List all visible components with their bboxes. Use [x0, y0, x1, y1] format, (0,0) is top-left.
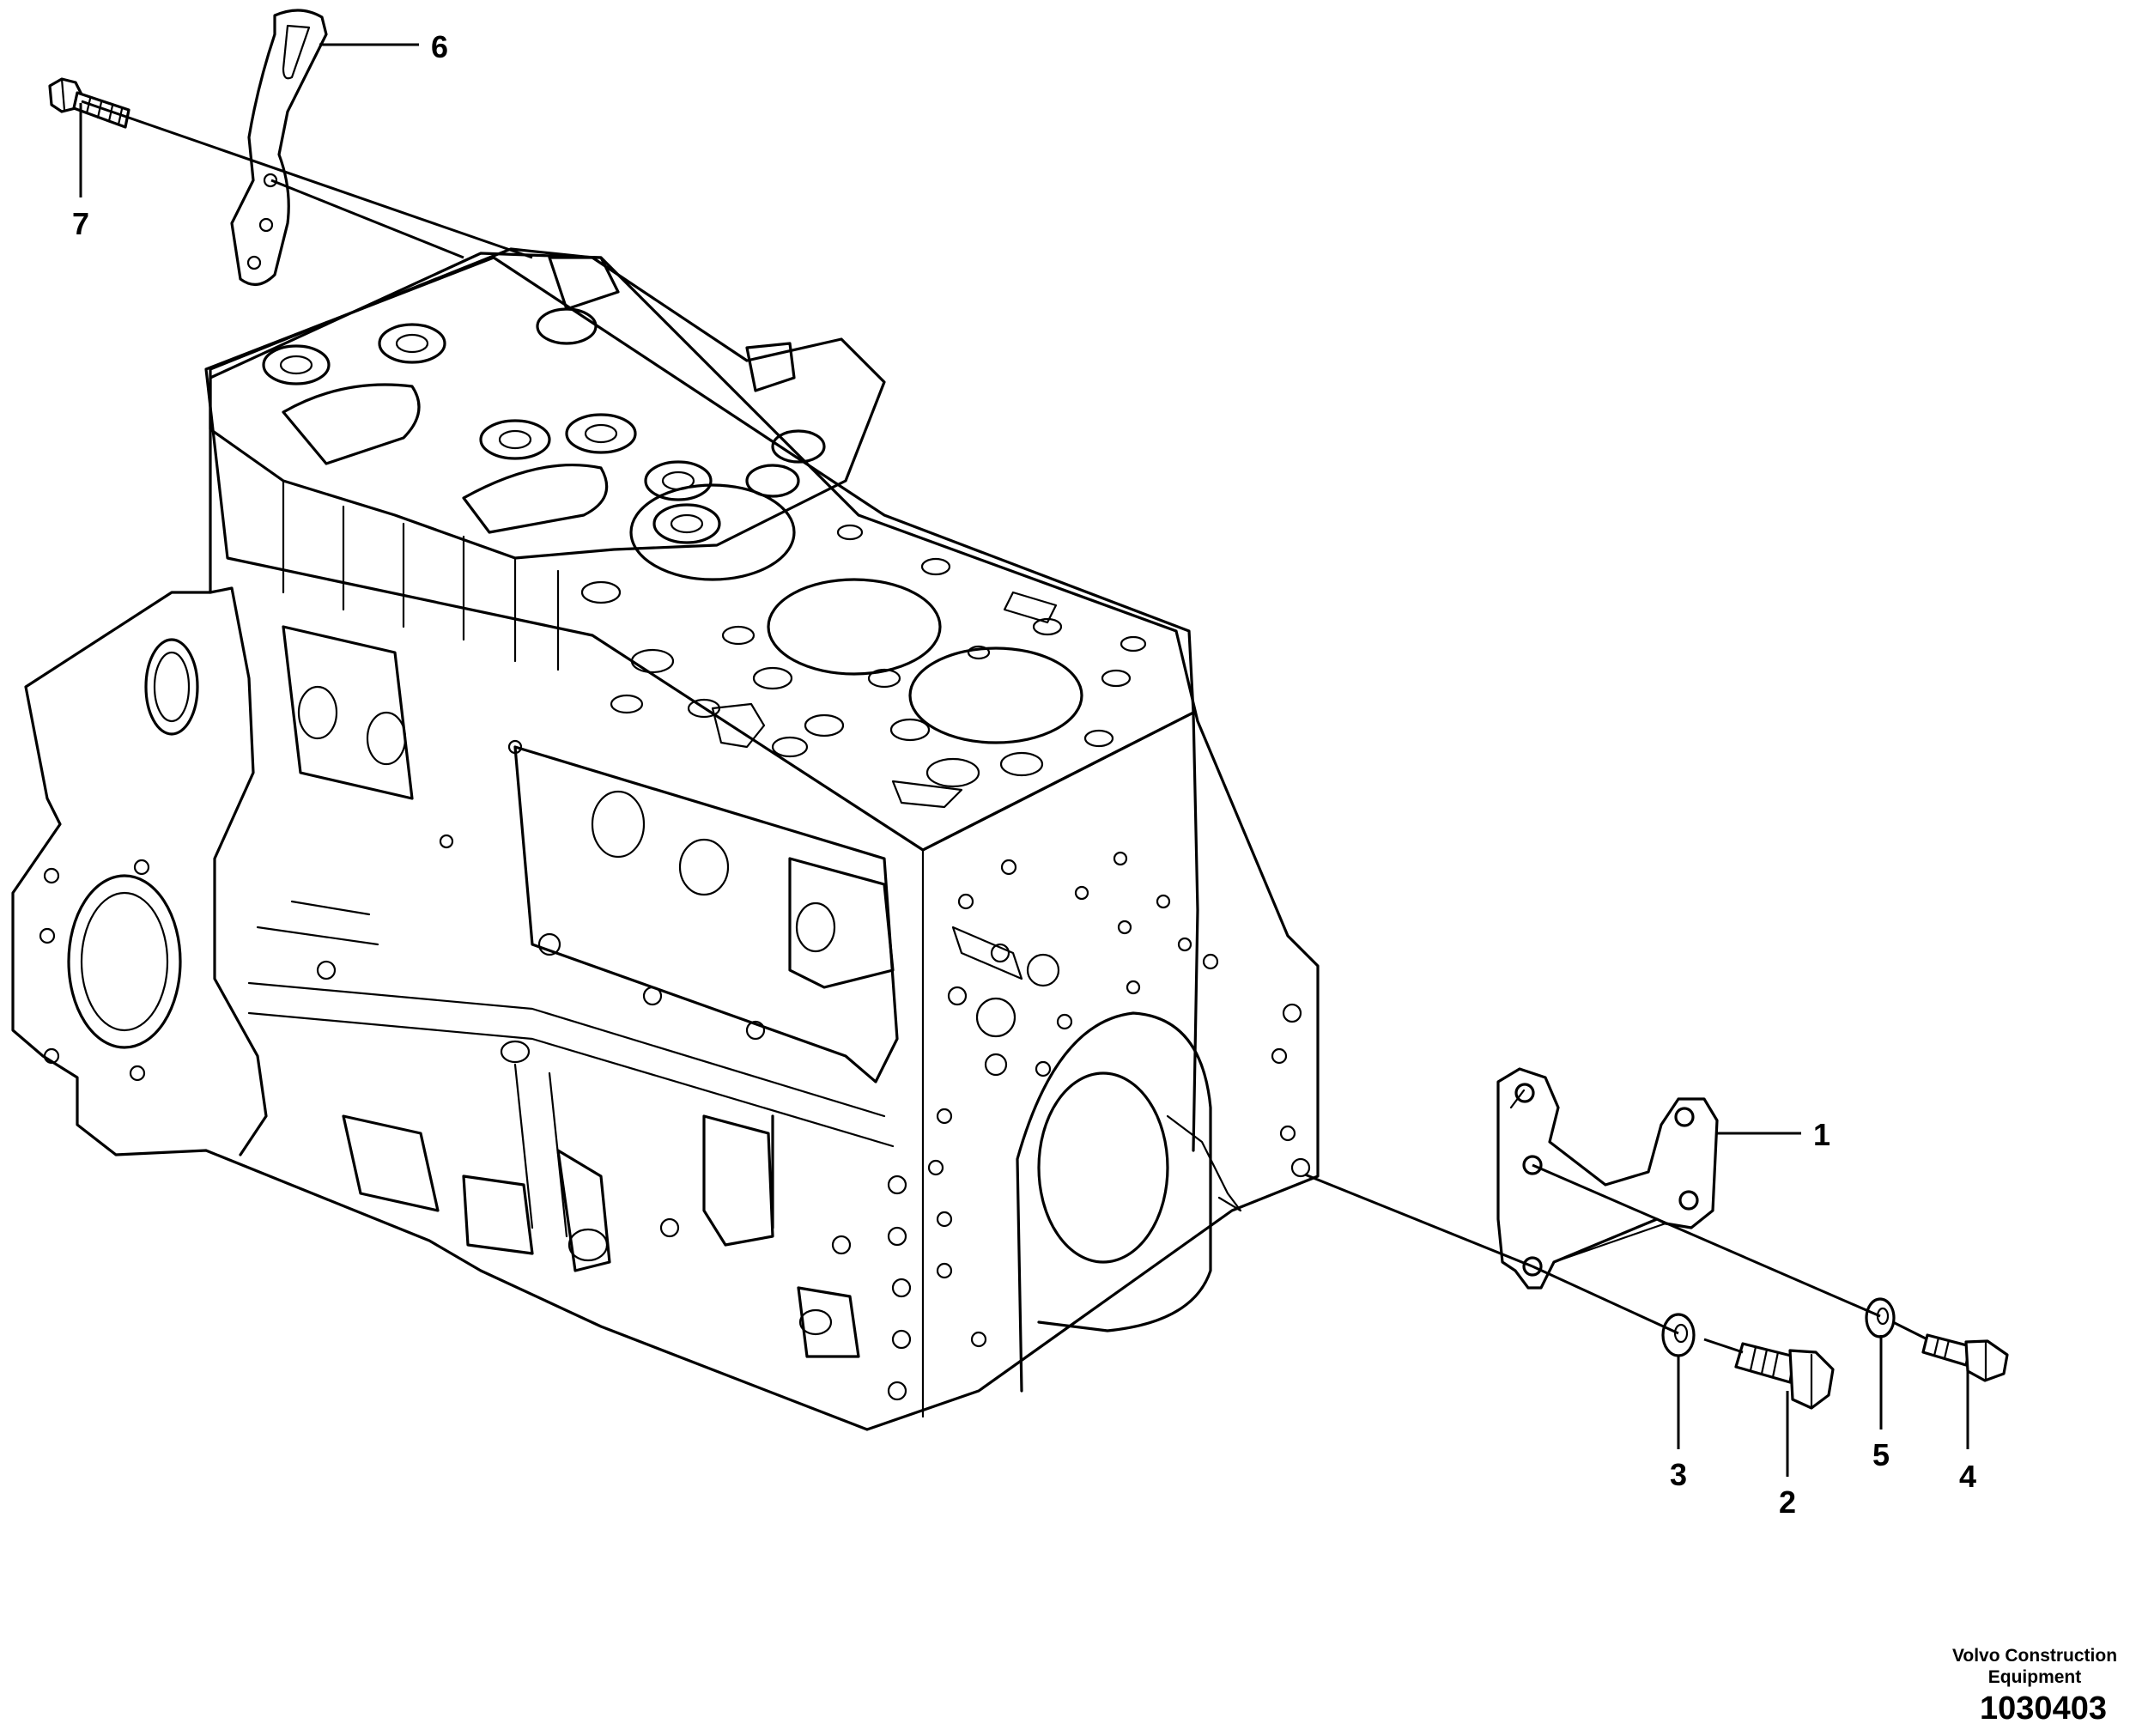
drawing-number: 1030403 [1980, 1690, 2107, 1727]
leader-lines [79, 43, 1969, 1477]
drawing-footer: Volvo Construction Equipment 1030403 [1952, 1646, 2117, 1727]
callout-4: 4 [1959, 1459, 1976, 1494]
washer-3 [1661, 1313, 1696, 1357]
callout-3: 3 [1670, 1457, 1687, 1492]
washer-5 [1865, 1297, 1896, 1338]
assembly-lines [81, 100, 1928, 1354]
company-name-line2: Equipment [1988, 1667, 2082, 1687]
callout-2: 2 [1779, 1484, 1796, 1520]
callout-7: 7 [72, 206, 89, 241]
mounting-bracket-lower [1496, 1067, 1719, 1290]
bolt-2 [1734, 1342, 1835, 1410]
company-name-line1: Volvo Construction [1952, 1646, 2117, 1666]
callout-6: 6 [431, 29, 448, 64]
lifting-bracket-upper [230, 9, 328, 286]
callout-labels: 6 7 1 3 2 5 4 [72, 29, 1976, 1520]
bolt-4 [1921, 1333, 2009, 1382]
bolt-upper [48, 77, 130, 129]
callout-5: 5 [1872, 1437, 1890, 1472]
callout-1: 1 [1813, 1117, 1830, 1152]
engine-block [11, 247, 1320, 1431]
